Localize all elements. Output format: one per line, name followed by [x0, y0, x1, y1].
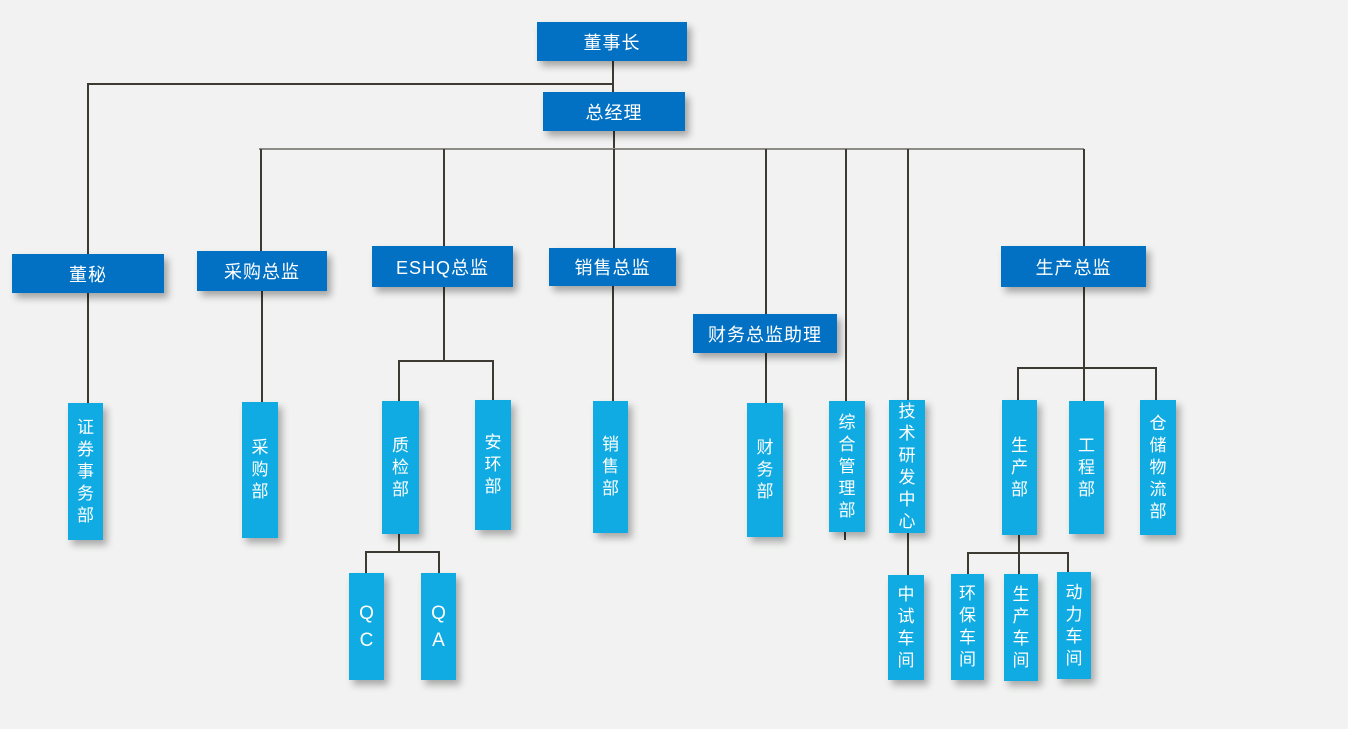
connector: [365, 551, 367, 573]
connector: [765, 149, 767, 314]
node-sales-dept[interactable]: 销售部: [593, 401, 628, 533]
connector-main-rail: [259, 148, 1084, 150]
node-engineering-dept[interactable]: 工程部: [1069, 401, 1104, 534]
connector: [765, 353, 767, 403]
node-pilot-workshop-label: 中试车间: [897, 584, 915, 670]
connector: [87, 83, 613, 85]
node-qc-label: QC: [359, 602, 374, 651]
node-finance-dept-label: 财务部: [756, 438, 774, 501]
connector: [1018, 552, 1020, 574]
connector: [612, 286, 614, 401]
node-sales-director[interactable]: 销售总监: [549, 248, 676, 286]
connector: [443, 149, 445, 246]
connector: [1083, 287, 1085, 368]
connector: [844, 532, 846, 540]
node-chairman[interactable]: 董事长: [537, 22, 687, 61]
node-general-manager-label: 总经理: [585, 102, 643, 123]
node-qa[interactable]: QA: [421, 573, 456, 680]
connector: [438, 551, 440, 573]
node-eshq-director[interactable]: ESHQ总监: [372, 246, 513, 287]
node-general-admin-dept[interactable]: 综合管理部: [829, 401, 865, 532]
node-production-director-label: 生产总监: [1035, 257, 1112, 278]
connector: [260, 149, 262, 251]
connector: [967, 552, 969, 574]
connector: [398, 360, 493, 362]
connector: [492, 360, 494, 400]
node-production-dept-label: 生产部: [1011, 435, 1028, 499]
connector: [612, 61, 614, 92]
node-board-secretary[interactable]: 董秘: [12, 254, 164, 293]
node-environmental-workshop[interactable]: 环保车间: [951, 574, 984, 680]
node-qc[interactable]: QC: [349, 573, 384, 680]
node-production-director[interactable]: 生产总监: [1001, 246, 1146, 287]
node-environmental-workshop-label: 环保车间: [959, 584, 976, 669]
node-quality-inspection-dept-label: 质检部: [392, 435, 409, 499]
node-production-workshop[interactable]: 生产车间: [1004, 574, 1038, 681]
node-finance-director-assistant[interactable]: 财务总监助理: [693, 314, 837, 353]
connector: [365, 551, 440, 553]
node-board-secretary-label: 董秘: [69, 264, 107, 285]
node-tech-rd-center-label: 技术研发中心: [898, 401, 916, 531]
connector: [261, 291, 263, 402]
node-warehouse-logistics-dept[interactable]: 仓储物流部: [1140, 400, 1176, 535]
node-securities-affairs-dept[interactable]: 证券事务部: [68, 403, 103, 540]
node-finance-dept[interactable]: 财务部: [747, 403, 783, 537]
node-safety-environment-dept-label: 安环部: [484, 433, 502, 496]
node-power-workshop[interactable]: 动力车间: [1057, 572, 1091, 679]
node-safety-environment-dept[interactable]: 安环部: [475, 400, 511, 530]
node-tech-rd-center[interactable]: 技术研发中心: [889, 400, 925, 533]
connector: [907, 533, 909, 575]
connector: [1083, 367, 1085, 401]
connector: [1067, 552, 1069, 572]
node-warehouse-logistics-dept-label: 仓储物流部: [1149, 413, 1167, 521]
node-eshq-director-label: ESHQ总监: [395, 257, 489, 278]
connector: [907, 149, 909, 400]
connector: [87, 83, 89, 254]
connector: [1018, 535, 1020, 553]
node-securities-affairs-dept-label: 证券事务部: [77, 417, 94, 525]
connector: [1017, 367, 1019, 400]
connector: [1017, 367, 1156, 369]
connector: [1155, 367, 1157, 400]
node-production-workshop-label: 生产车间: [1012, 584, 1030, 670]
connector: [613, 149, 615, 248]
node-production-dept[interactable]: 生产部: [1002, 400, 1037, 535]
connector: [613, 131, 615, 149]
connector: [845, 149, 847, 401]
node-power-workshop-label: 动力车间: [1065, 582, 1083, 668]
connector: [443, 287, 445, 361]
connector: [1083, 149, 1085, 246]
node-qa-label: QA: [431, 602, 446, 651]
node-quality-inspection-dept[interactable]: 质检部: [382, 401, 419, 534]
node-finance-director-assistant-label: 财务总监助理: [708, 324, 822, 345]
node-general-manager[interactable]: 总经理: [543, 92, 685, 131]
node-procurement-dept-label: 采购部: [251, 438, 269, 501]
node-procurement-director[interactable]: 采购总监: [197, 251, 327, 291]
node-procurement-director-label: 采购总监: [224, 262, 300, 282]
node-engineering-dept-label: 工程部: [1078, 435, 1095, 499]
connector: [398, 534, 400, 552]
node-chairman-label: 董事长: [583, 32, 641, 53]
node-sales-director-label: 销售总监: [574, 258, 651, 278]
node-pilot-workshop[interactable]: 中试车间: [888, 575, 924, 680]
connector: [967, 552, 1068, 554]
node-sales-dept-label: 销售部: [602, 435, 619, 498]
node-procurement-dept[interactable]: 采购部: [242, 402, 278, 538]
node-general-admin-dept-label: 综合管理部: [838, 412, 856, 520]
connector: [398, 360, 400, 401]
connector: [87, 293, 89, 403]
